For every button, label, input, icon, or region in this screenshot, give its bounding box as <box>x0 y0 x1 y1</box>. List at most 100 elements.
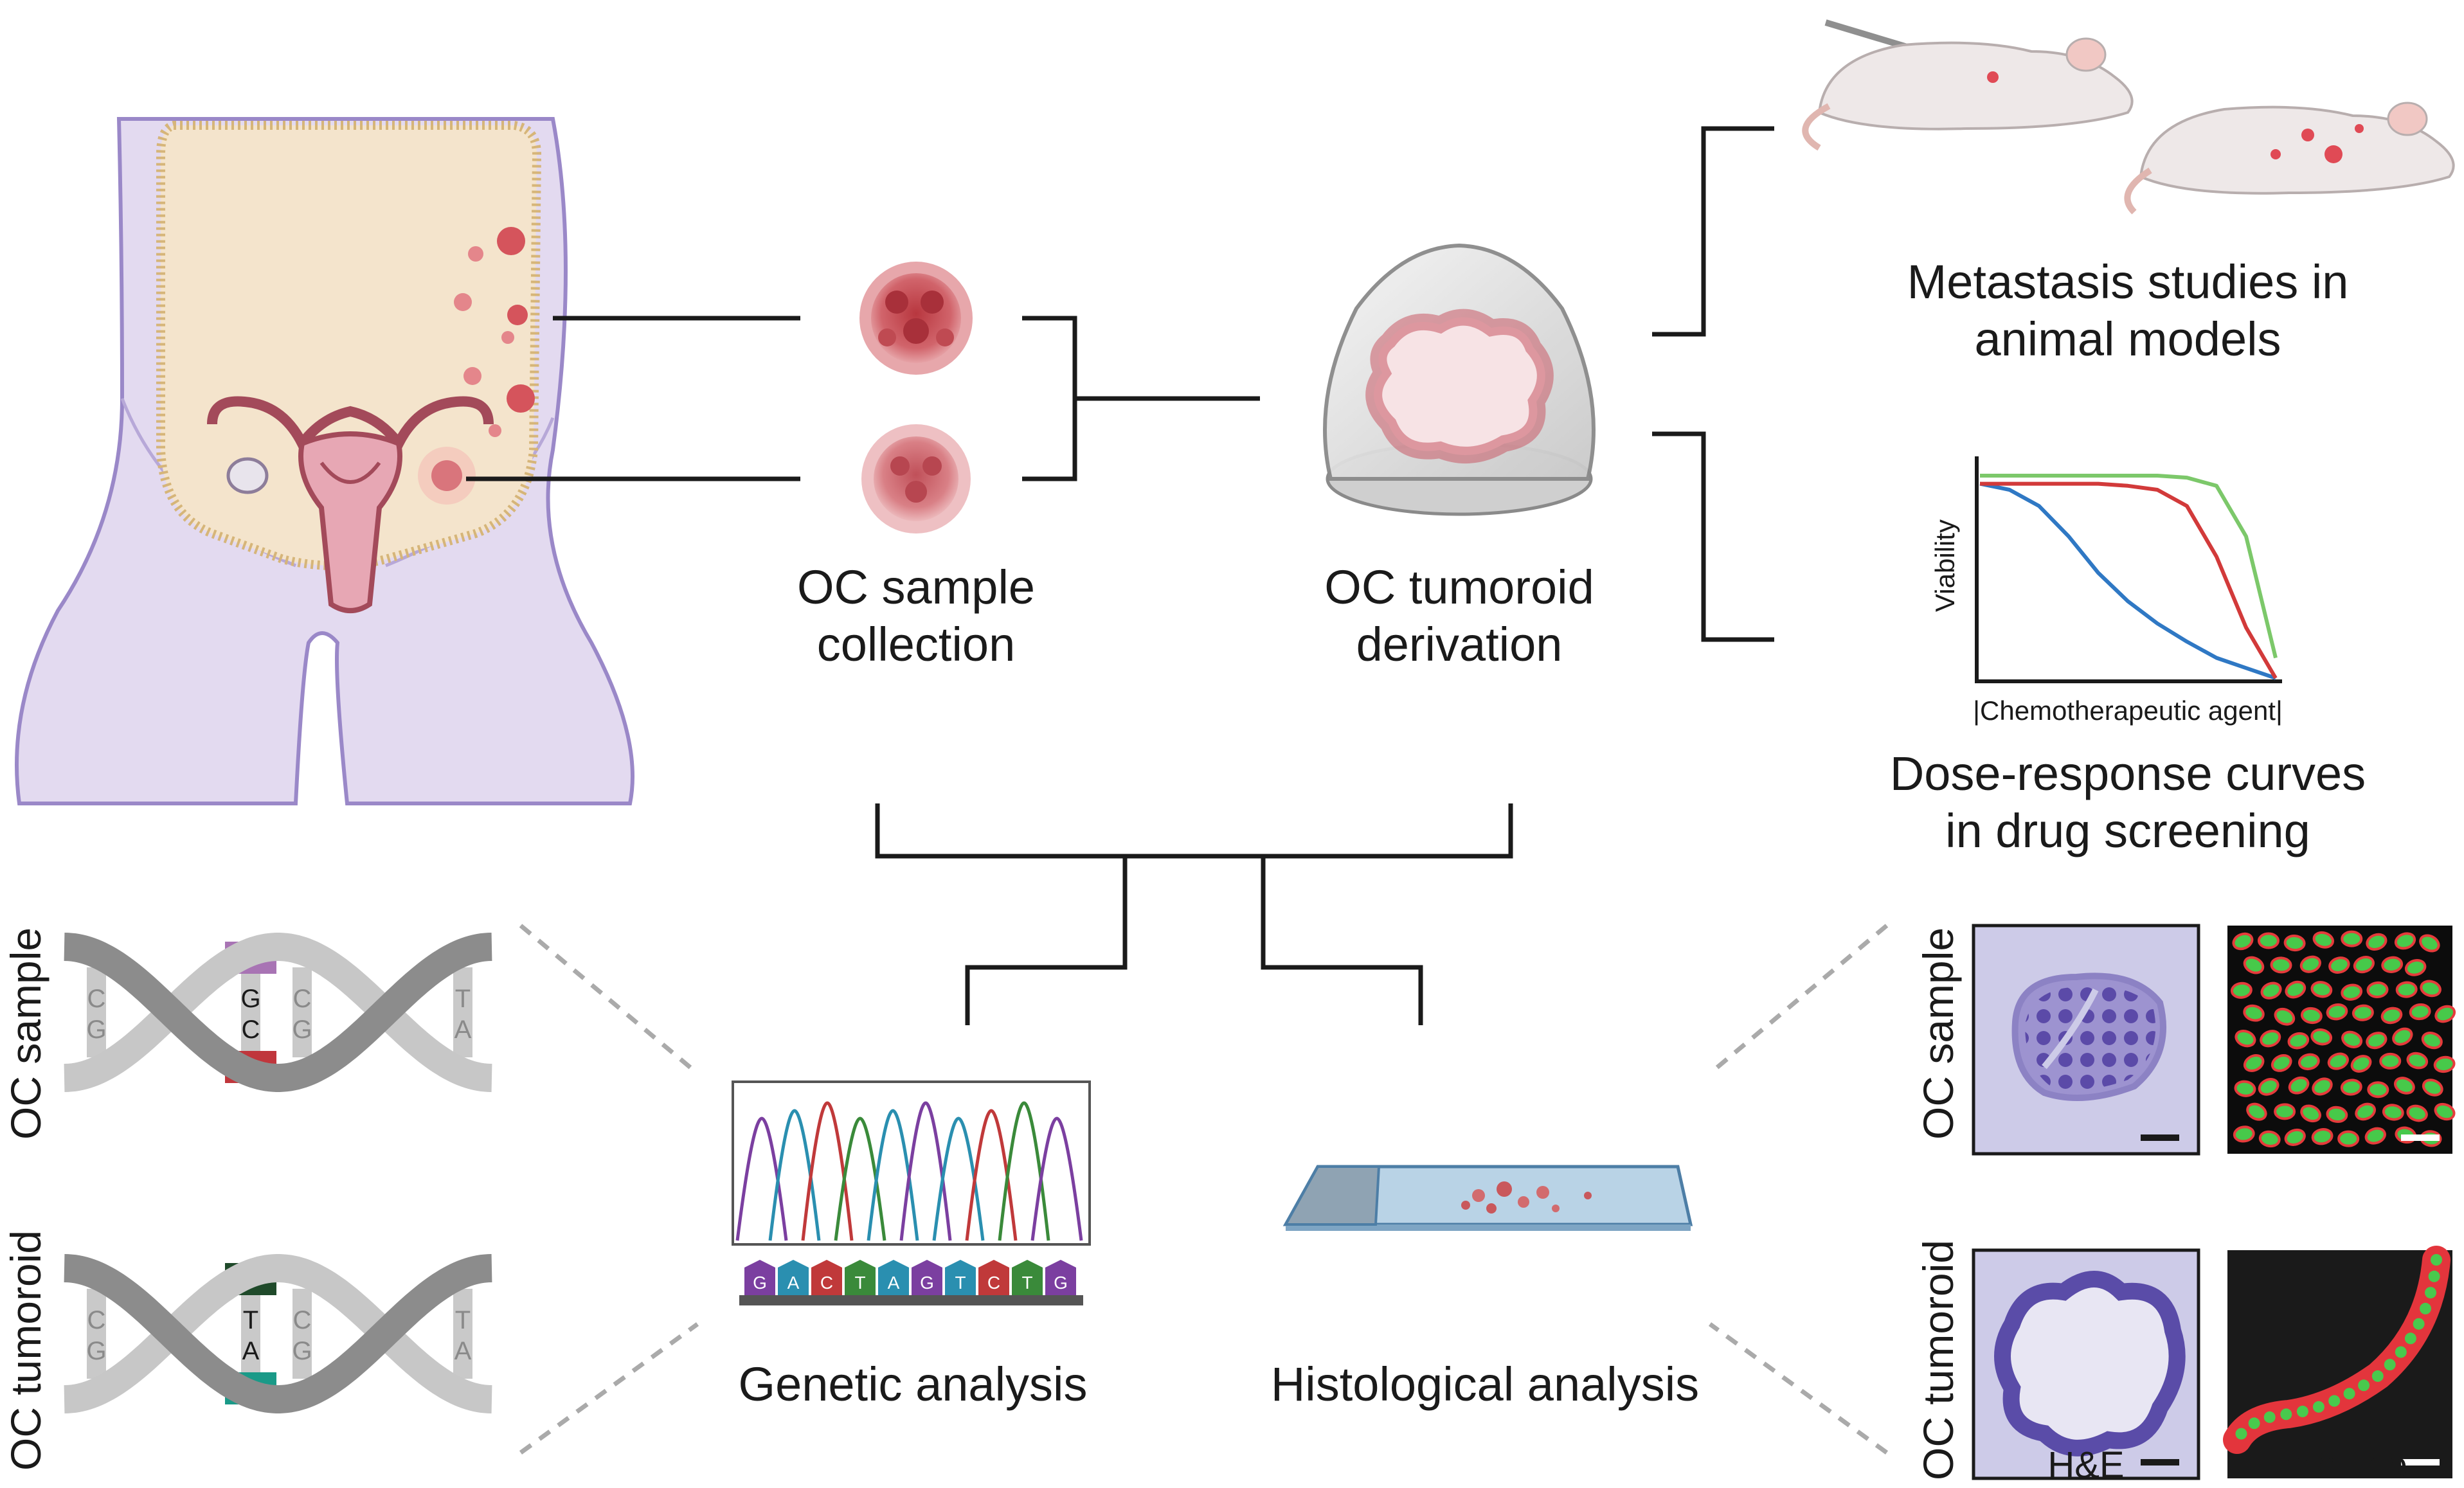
stained-cell <box>2433 1055 2456 1073</box>
stained-cell <box>2422 1079 2443 1097</box>
mouse-injection <box>1802 19 2134 151</box>
base-letter: T <box>854 1273 865 1293</box>
bracket-drug-screen <box>1652 431 1774 642</box>
label-line: animal models <box>1974 312 2281 366</box>
guide-dna-bottom <box>519 1322 699 1455</box>
base-letter: G <box>240 985 260 1013</box>
histology-immuno-tumoroid <box>2223 1246 2452 1478</box>
branch-genetic <box>965 856 1128 1025</box>
stained-cell <box>2274 1007 2296 1026</box>
stained-cell <box>2230 982 2253 999</box>
stained-cell <box>2341 983 2363 1001</box>
stained-cell <box>2298 1053 2320 1071</box>
stained-cell <box>2326 1106 2348 1124</box>
stained-cell <box>2353 956 2375 974</box>
dna-oc-tumoroid-label: OC tumoroid <box>2 1230 49 1471</box>
base-letter: C <box>87 985 106 1013</box>
stained-cell <box>2406 1052 2429 1070</box>
base-letter: C <box>87 1306 106 1334</box>
bracket-samples <box>1022 316 1077 481</box>
nucleus <box>2413 1318 2425 1330</box>
sample-spheroid-top <box>859 262 973 375</box>
base-letter: A <box>454 1016 472 1044</box>
stained-cell <box>2234 1080 2256 1097</box>
histo-oc-tumoroid-label: OC tumoroid <box>1914 1239 1962 1480</box>
stained-cell <box>2283 934 2306 952</box>
base-letter: T <box>455 1306 471 1334</box>
nucleus <box>2371 1370 2384 1382</box>
dna-strand <box>64 933 492 1092</box>
stained-cell <box>2395 981 2418 998</box>
base-letter: T <box>955 1273 966 1293</box>
bracket-analyses <box>875 803 1513 859</box>
label-line: OC tumoroid <box>1324 560 1594 614</box>
histology-he-tumoroid <box>1972 1248 2200 1480</box>
stained-cell <box>2270 956 2292 974</box>
guide-histo-bottom <box>1708 1322 1889 1455</box>
oc-tumoroid-derivation-label: OC tumoroid derivation <box>1292 559 1626 674</box>
body-illustration <box>15 117 634 805</box>
stained-cell <box>2288 1076 2310 1095</box>
chart-series-line <box>1980 474 2278 659</box>
guide-dna-top <box>519 924 699 1075</box>
dose-response-label: Dose-response curves in drug screening <box>1839 746 2417 860</box>
nucleus <box>2328 1395 2341 1407</box>
stained-cell <box>2271 1054 2292 1072</box>
nucleus <box>2420 1302 2431 1314</box>
base-letter: G <box>292 1016 312 1044</box>
nucleus <box>2358 1379 2370 1392</box>
base-letter: C <box>293 1306 312 1334</box>
dna-strand <box>64 1254 492 1413</box>
base-letter: A <box>888 1273 900 1293</box>
label-line: in drug screening <box>1945 803 2310 857</box>
stained-cell <box>2341 1030 2363 1048</box>
immuno-label: Immuno <box>2272 1444 2407 1486</box>
stained-cell <box>2258 1078 2280 1096</box>
stained-cell <box>2337 1130 2360 1147</box>
nucleus <box>2296 1405 2308 1417</box>
stained-cell <box>2300 1104 2321 1123</box>
stained-cell <box>2233 1125 2255 1143</box>
stained-cell <box>2257 932 2280 949</box>
stained-cell <box>2243 1004 2265 1022</box>
base-letter: G <box>86 1016 106 1044</box>
base-letter: C <box>987 1273 1000 1293</box>
label-line: OC sample <box>796 560 1036 614</box>
stained-cell <box>2366 1032 2388 1050</box>
stained-cell <box>2366 933 2388 951</box>
stained-cell <box>2310 1028 2333 1046</box>
base-tile <box>912 1260 942 1295</box>
base-tile <box>945 1260 976 1295</box>
stained-cell <box>2312 931 2334 949</box>
base-tile <box>744 1260 775 1295</box>
metastasis-label: Metastasis studies in animal models <box>1839 254 2417 368</box>
label-line: derivation <box>1356 617 1563 671</box>
stained-cell <box>2364 1127 2386 1145</box>
sample-spheroid-bottom <box>861 424 971 533</box>
base-letter: C <box>293 985 312 1013</box>
nucleus <box>2248 1417 2260 1430</box>
nucleus <box>2235 1428 2247 1440</box>
stained-cell <box>2312 1077 2333 1096</box>
base-letter: G <box>292 1337 312 1365</box>
label-line: Dose-response curves <box>1889 747 2366 800</box>
stained-cell <box>2341 930 2363 947</box>
label-line: collection <box>816 617 1016 671</box>
base-tile <box>1045 1260 1076 1295</box>
tumoroid-dome <box>1323 243 1596 516</box>
peritoneal-metastases <box>454 227 535 437</box>
stained-cell <box>2419 934 2440 953</box>
stained-cell <box>2260 982 2282 999</box>
base-letter: G <box>920 1273 934 1293</box>
base-tile <box>811 1260 842 1295</box>
stained-cell <box>2350 1055 2372 1073</box>
base-letter: G <box>86 1337 106 1365</box>
base-tile <box>978 1260 1009 1295</box>
stained-cell <box>2285 980 2307 999</box>
chart-ylabel: Viability <box>1930 519 1960 612</box>
genetic-analysis-label: Genetic analysis <box>738 1358 1088 1411</box>
stained-cell <box>2327 1052 2349 1070</box>
base-letter: A <box>454 1337 472 1365</box>
